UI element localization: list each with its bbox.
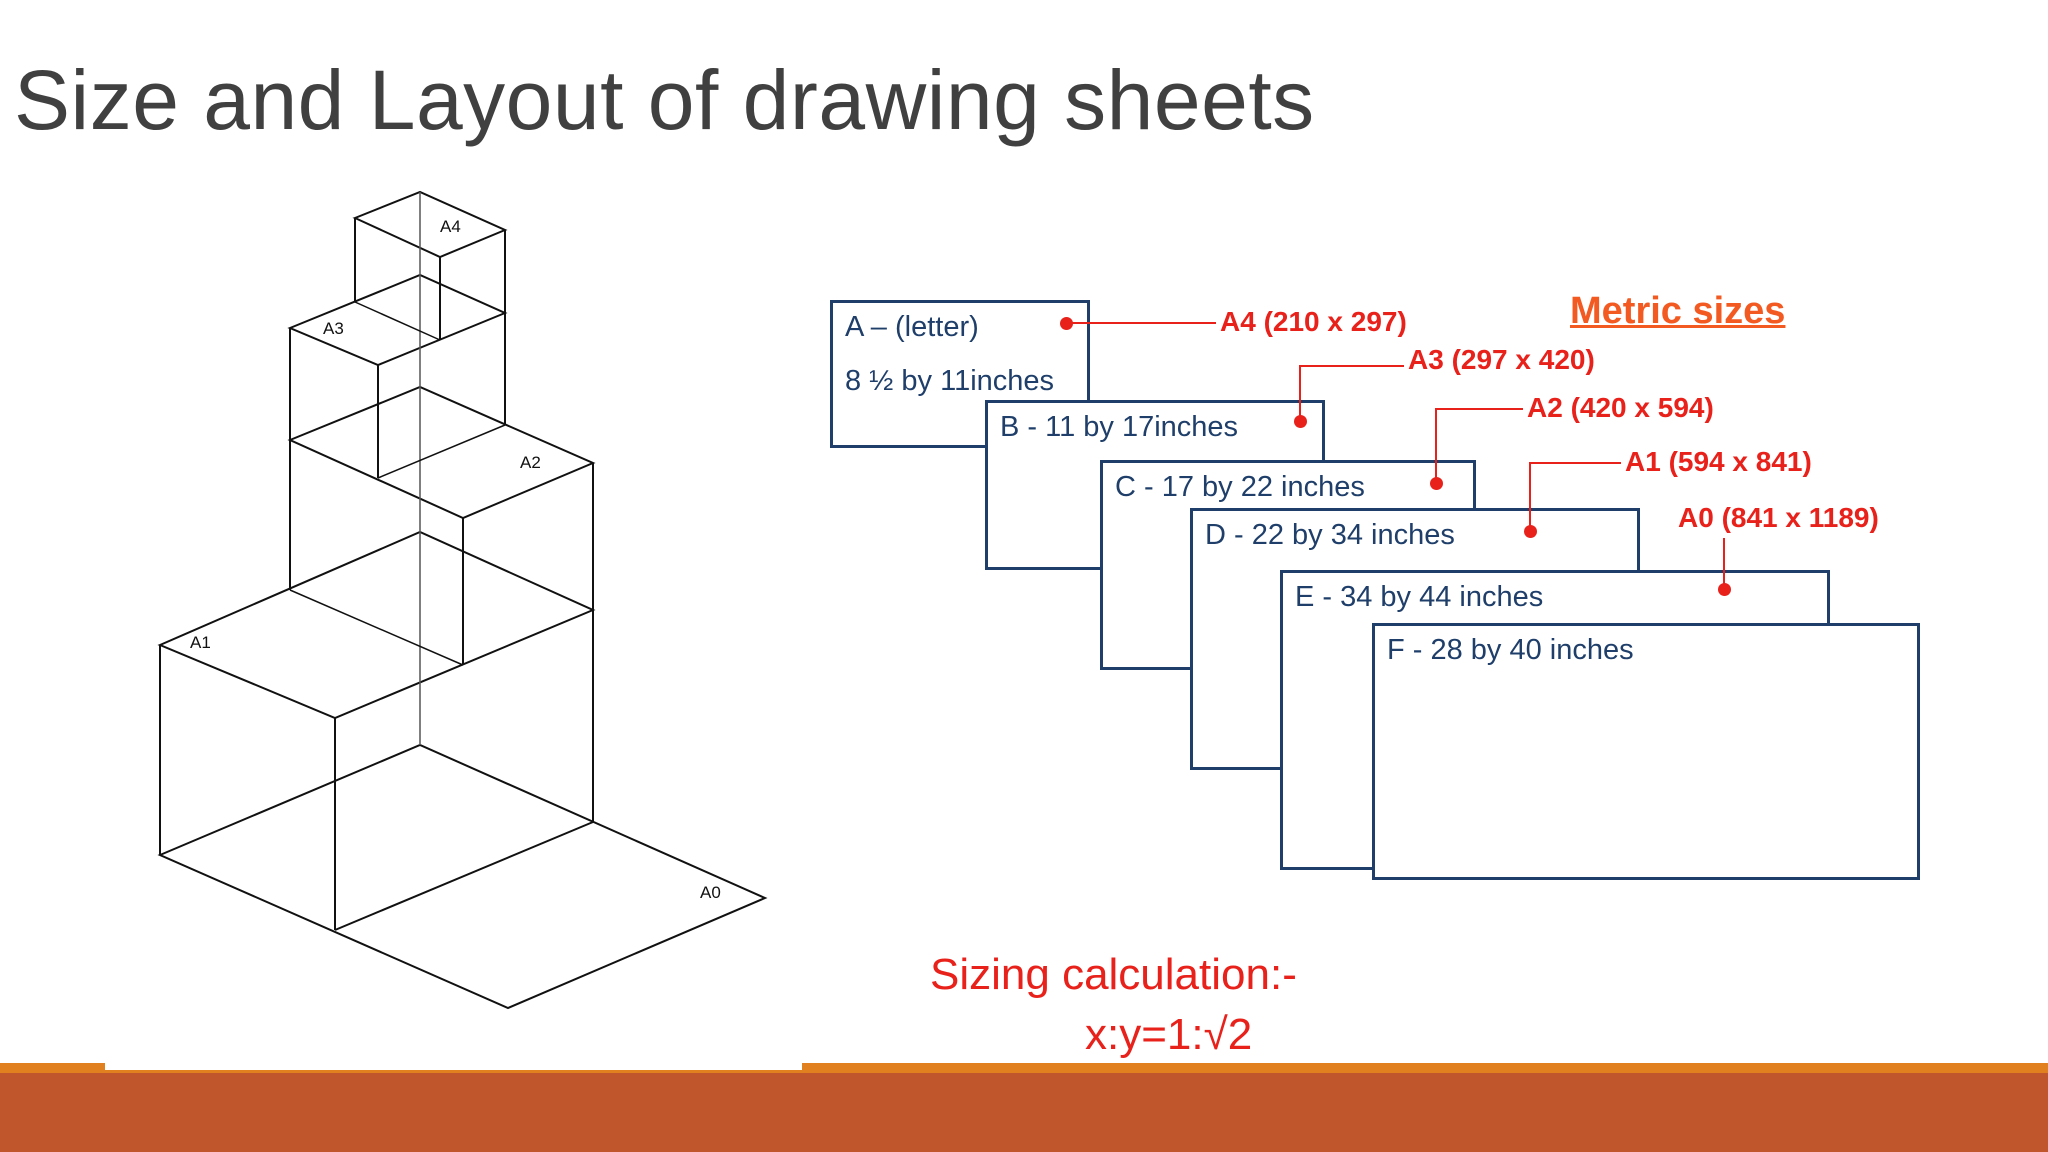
a1-leader-vertical [1529, 462, 1531, 527]
footer-accent-line [0, 1063, 2048, 1073]
image-bottom-edge [105, 1060, 802, 1070]
sheet-a-label: A – (letter) [845, 311, 979, 343]
metric-label-a1: A1 (594 x 841) [1625, 446, 1812, 477]
sheet-f-label: F - 28 by 40 inches [1387, 634, 1634, 666]
metric-label-a0: A0 (841 x 1189) [1678, 502, 1879, 533]
a4-leader [1066, 322, 1216, 324]
sizing-calculation-heading: Sizing calculation:- [930, 950, 1297, 999]
a2-marker [1430, 477, 1443, 490]
iso-label-a1: A1 [190, 633, 211, 652]
sheet-f: F - 28 by 40 inches [1372, 623, 1920, 880]
sheet-b-label: B - 11 by 17inches [1000, 411, 1239, 443]
metric-label-a2: A2 (420 x 594) [1527, 392, 1714, 423]
sheet-c-label: C - 17 by 22 inches [1115, 471, 1365, 503]
a1-marker [1524, 525, 1537, 538]
metric-sizes-title: Metric sizes [1570, 290, 1786, 332]
a3-marker [1294, 415, 1307, 428]
a2-leader-horizontal [1435, 408, 1523, 410]
sheet-e-label: E - 34 by 44 inches [1295, 581, 1544, 613]
metric-label-a3: A3 (297 x 420) [1408, 344, 1595, 375]
a1-leader-horizontal [1529, 462, 1621, 464]
a2-leader-vertical [1435, 408, 1437, 480]
iso-label-a3: A3 [323, 319, 344, 338]
a3-leader-vertical [1299, 365, 1301, 417]
iso-label-a2: A2 [520, 453, 541, 472]
sheet-sizes-figure: A – (letter) 8 ½ by 11inches B - 11 by 1… [820, 290, 1940, 890]
a3-leader-horizontal [1299, 365, 1404, 367]
footer-band [0, 1073, 2048, 1152]
isometric-sheet-diagram: A4 A3 A2 A1 A0 [157, 190, 768, 1010]
slide-title: Size and Layout of drawing sheets [14, 53, 1315, 147]
sheet-d-label: D - 22 by 34 inches [1205, 519, 1455, 551]
a0-leader-vertical [1723, 538, 1725, 586]
iso-label-a4: A4 [440, 217, 461, 236]
sizing-ratio-formula: x:y=1:√2 [1085, 1010, 1253, 1059]
a0-marker [1718, 583, 1731, 596]
metric-label-a4: A4 (210 x 297) [1220, 306, 1407, 337]
sheet-a: A – (letter) 8 ½ by 11inches [830, 300, 1090, 448]
sheet-a-size: 8 ½ by 11inches [845, 365, 1055, 397]
iso-label-a0: A0 [700, 883, 721, 902]
